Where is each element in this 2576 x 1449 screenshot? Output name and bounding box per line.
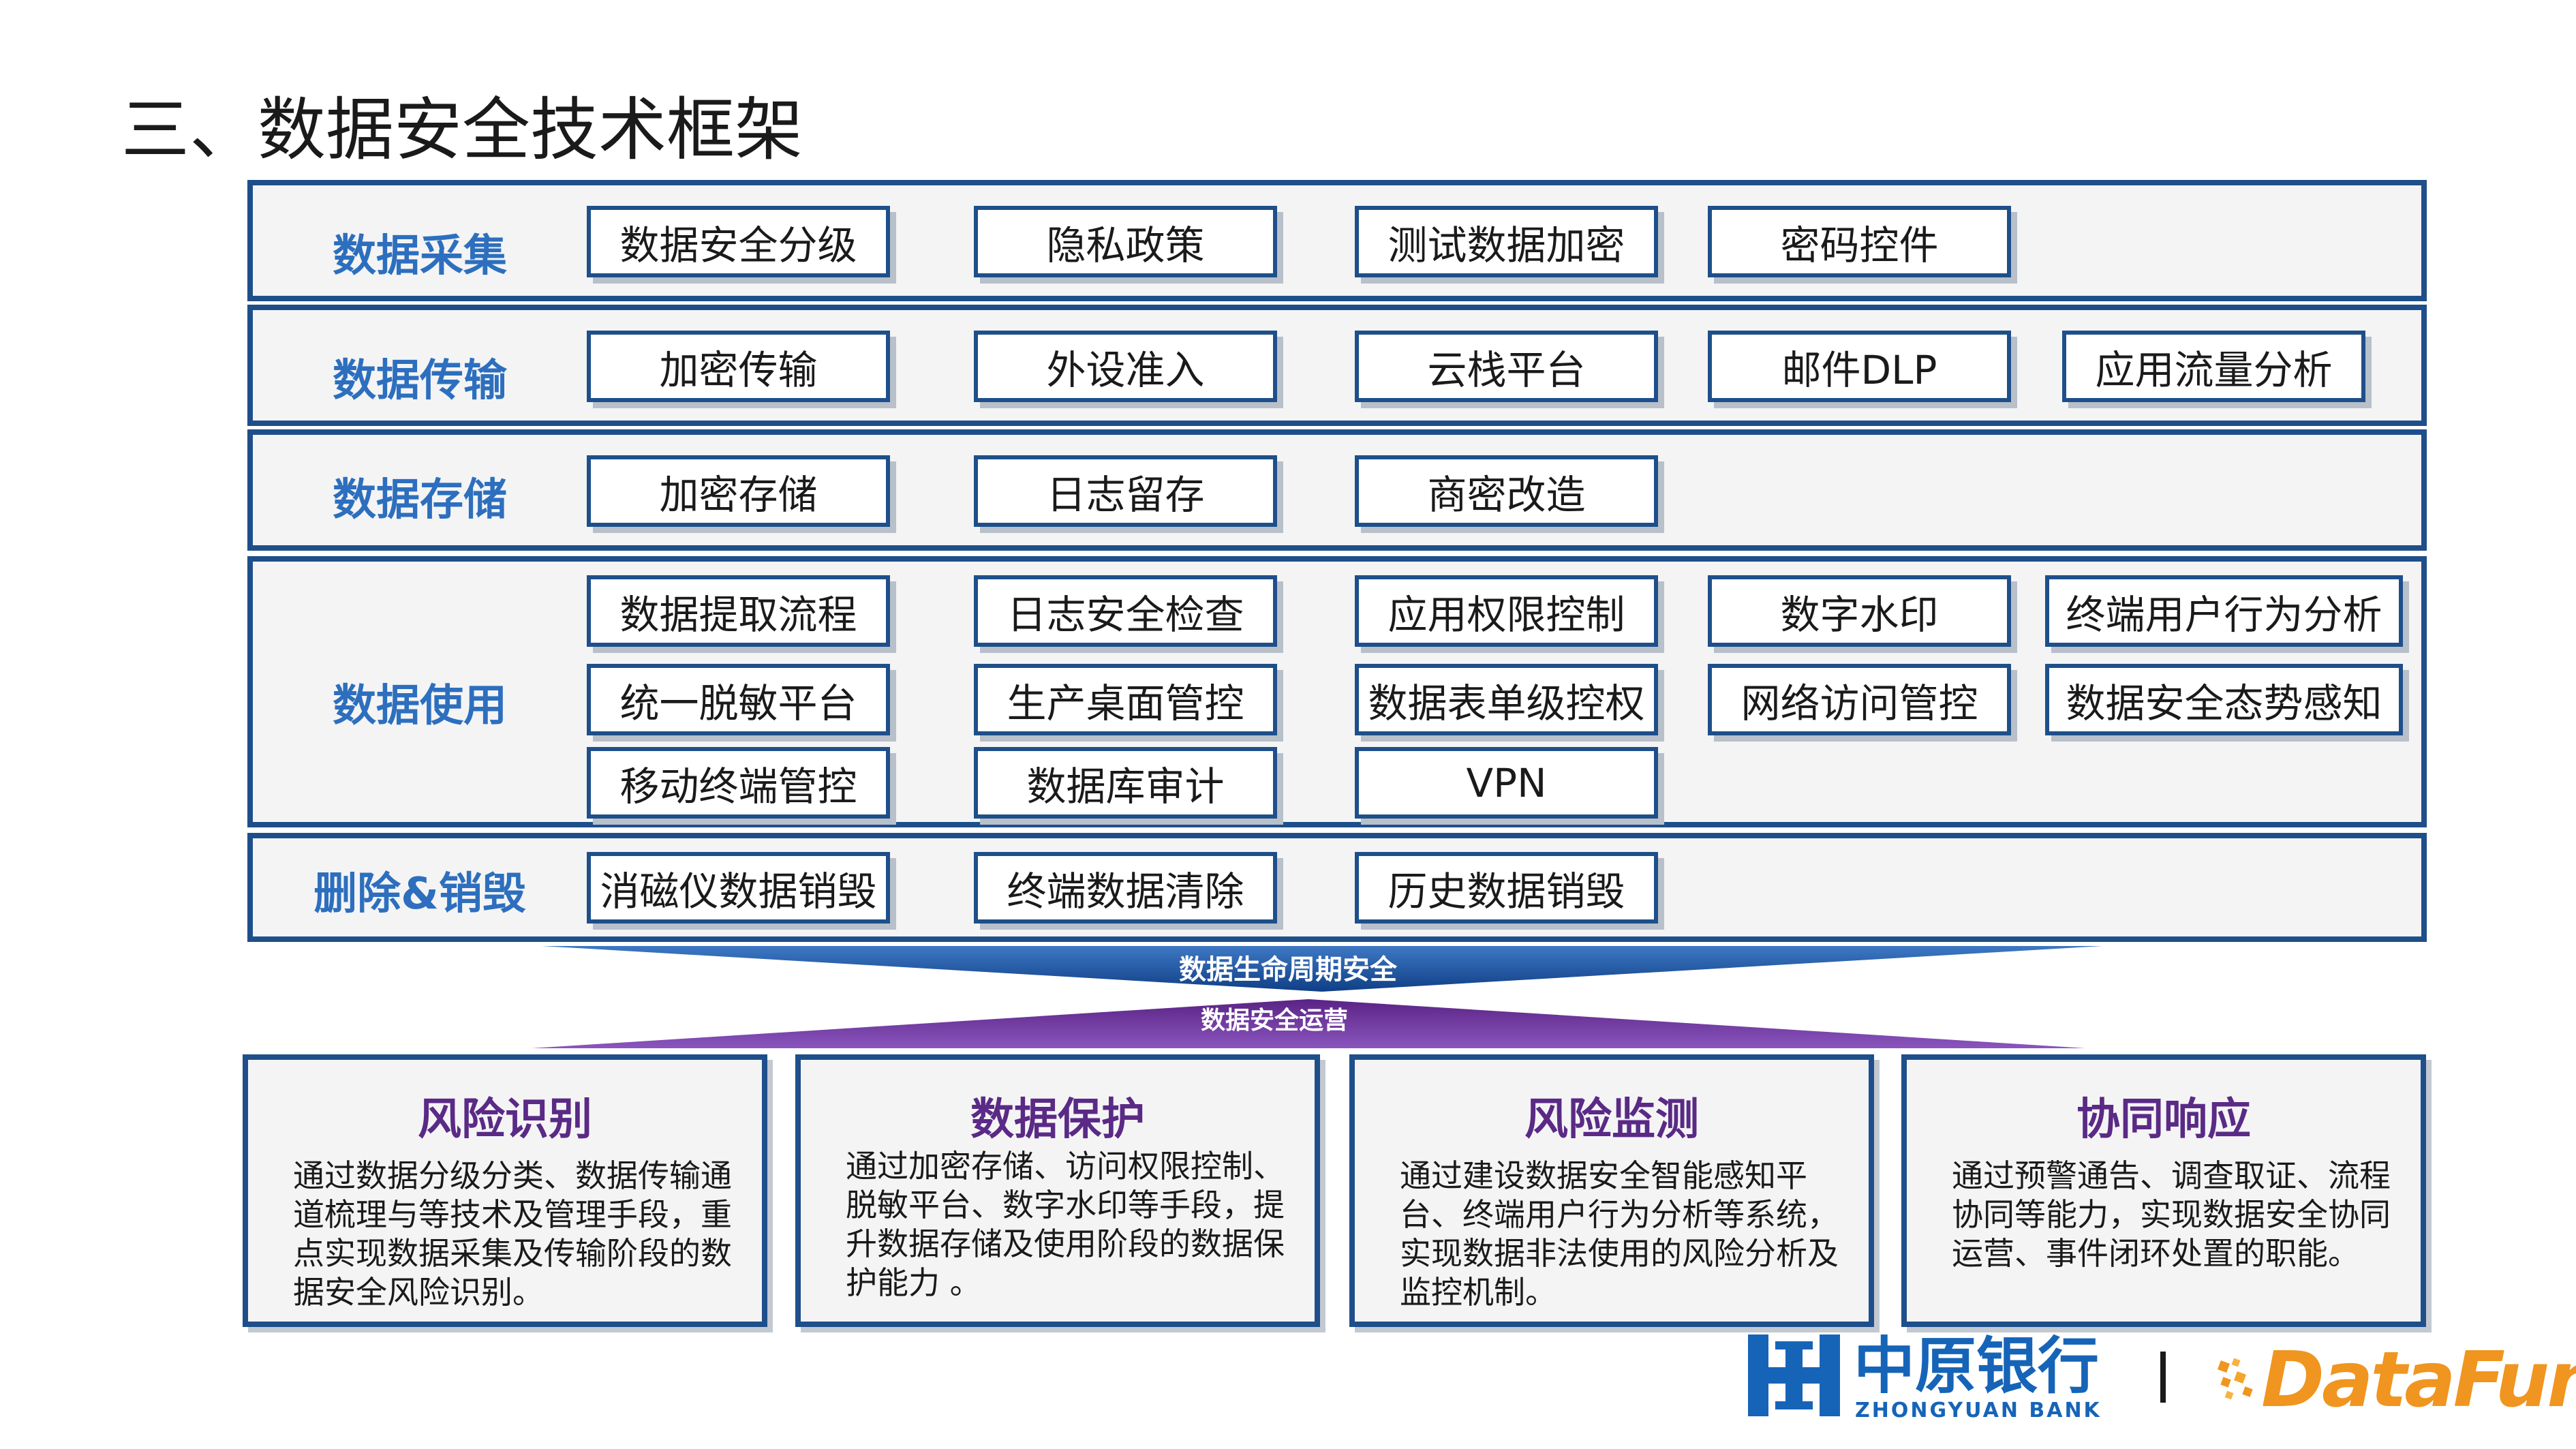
zhongyuan-bank-logo-icon <box>1748 1334 1840 1416</box>
row-label: 数据采集 <box>333 231 507 281</box>
page-title: 三、数据安全技术框架 <box>121 90 803 170</box>
card-title: 风险识别 <box>418 1095 592 1145</box>
datafun-logo-icon <box>2218 1358 2253 1400</box>
row-data-deletion: 删除&销毁 消磁仪数据销毁 终端数据清除 历史数据销毁 <box>247 833 2427 942</box>
item-box: 测试数据加密 <box>1355 206 1658 277</box>
item-box: 密码控件 <box>1708 206 2011 277</box>
item-box: 云栈平台 <box>1355 331 1658 402</box>
item-box: 移动终端管控 <box>587 747 890 819</box>
logo-divider <box>2160 1352 2166 1403</box>
card-body: 通过数据分级分类、数据传输通道梳理与等技术及管理手段，重点实现数据采集及传输阶段… <box>293 1157 732 1311</box>
item-box: 终端用户行为分析 <box>2045 575 2403 647</box>
card-body: 通过加密存储、访问权限控制、脱敏平台、数字水印等手段，提升数据存储及使用阶段的数… <box>846 1148 1285 1301</box>
card-body: 通过预警通告、调查取证、流程协同等能力，实现数据安全协同运营、事件闭环处置的职能… <box>1952 1157 2391 1272</box>
row-data-transmission: 数据传输 加密传输 外设准入 云栈平台 邮件DLP 应用流量分析 <box>247 305 2427 426</box>
row-data-usage: 数据使用 数据提取流程 日志安全检查 应用权限控制 数字水印 终端用户行为分析 … <box>247 556 2427 827</box>
item-box: 生产桌面管控 <box>974 664 1277 735</box>
item-box: 数据提取流程 <box>587 575 890 647</box>
lifecycle-label: 数据生命周期安全 <box>1179 954 1397 986</box>
item-box: 数字水印 <box>1708 575 2011 647</box>
item-box: 邮件DLP <box>1708 331 2011 402</box>
item-box: 统一脱敏平台 <box>587 664 890 735</box>
bank-english-name: ZHONGYUAN BANK <box>1855 1399 2102 1422</box>
item-box: 应用权限控制 <box>1355 575 1658 647</box>
item-box: 数据表单级控权 <box>1355 664 1658 735</box>
item-box: 日志安全检查 <box>974 575 1277 647</box>
item-box: 数据安全分级 <box>587 206 890 277</box>
card-title: 数据保护 <box>970 1095 1145 1145</box>
bank-name: 中原银行 <box>1854 1330 2099 1402</box>
card-data-protection: 数据保护 通过加密存储、访问权限控制、脱敏平台、数字水印等手段，提升数据存储及使… <box>795 1054 1320 1327</box>
item-box: 数据安全态势感知 <box>2045 664 2403 735</box>
row-data-storage: 数据存储 加密存储 日志留存 商密改造 <box>247 429 2427 551</box>
item-box: 历史数据销毁 <box>1355 852 1658 924</box>
card-body: 通过建设数据安全智能感知平台、终端用户行为分析等系统，实现数据非法使用的风险分析… <box>1400 1157 1839 1311</box>
item-box: VPN <box>1355 747 1658 819</box>
item-box: 加密传输 <box>587 331 890 402</box>
item-box: 商密改造 <box>1355 455 1658 527</box>
item-box: 终端数据清除 <box>974 852 1277 924</box>
card-title: 协同响应 <box>2076 1095 2251 1145</box>
item-box: 消磁仪数据销毁 <box>587 852 890 924</box>
row-label: 数据使用 <box>333 681 507 731</box>
datafun-logo-text: DataFun. <box>2261 1336 2576 1424</box>
item-box: 数据库审计 <box>974 747 1277 819</box>
item-box: 加密存储 <box>587 455 890 527</box>
row-label: 删除&销毁 <box>313 869 526 919</box>
row-data-collection: 数据采集 数据安全分级 隐私政策 测试数据加密 密码控件 <box>247 180 2427 301</box>
row-label: 数据传输 <box>333 356 507 406</box>
card-risk-monitoring: 风险监测 通过建设数据安全智能感知平台、终端用户行为分析等系统，实现数据非法使用… <box>1349 1054 1874 1327</box>
item-box: 外设准入 <box>974 331 1277 402</box>
card-risk-identification: 风险识别 通过数据分级分类、数据传输通道梳理与等技术及管理手段，重点实现数据采集… <box>243 1054 767 1327</box>
item-box: 隐私政策 <box>974 206 1277 277</box>
item-box: 网络访问管控 <box>1708 664 2011 735</box>
card-collaborative-response: 协同响应 通过预警通告、调查取证、流程协同等能力，实现数据安全协同运营、事件闭环… <box>1901 1054 2426 1327</box>
item-box: 日志留存 <box>974 455 1277 527</box>
operations-label: 数据安全运营 <box>1200 1007 1348 1035</box>
card-title: 风险监测 <box>1524 1095 1699 1145</box>
item-box: 应用流量分析 <box>2062 331 2365 402</box>
row-label: 数据存储 <box>333 475 507 525</box>
